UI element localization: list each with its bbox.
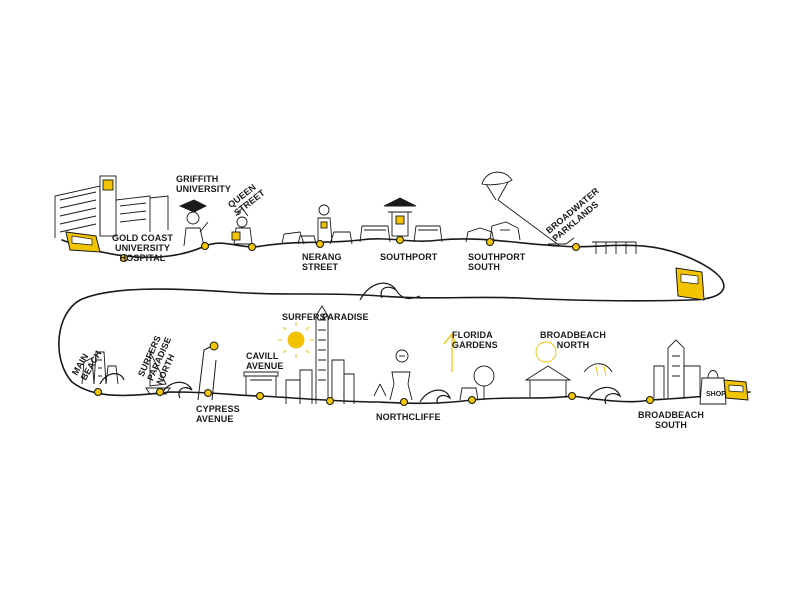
broadbeach-south-illustration xyxy=(653,339,727,405)
stop-broadbeach-north[interactable] xyxy=(567,391,577,401)
tram-illustration xyxy=(65,231,101,253)
wave-decoration xyxy=(99,373,125,385)
stop-northcliffe[interactable] xyxy=(399,397,409,407)
stop-southport-south[interactable] xyxy=(485,237,495,247)
cypress-avenue-illustration xyxy=(197,341,219,401)
tram-illustration xyxy=(723,379,749,401)
label-griffith-university: GRIFFITH UNIVERSITY xyxy=(176,174,232,194)
stop-griffith-university[interactable] xyxy=(200,241,210,251)
cavill-avenue-illustration xyxy=(243,371,279,396)
label-southport-south: SOUTHPORT SOUTH xyxy=(468,252,526,272)
stop-broadbeach-south[interactable] xyxy=(645,395,655,405)
stop-surfers-paradise[interactable] xyxy=(325,396,335,406)
station-stops xyxy=(93,235,655,407)
surfers-paradise-illustration xyxy=(278,305,355,404)
parasail-illustration xyxy=(481,171,575,247)
label-cypress-avenue: CYPRESS AVENUE xyxy=(196,404,240,424)
shop-sign: SHOP xyxy=(706,391,726,398)
stop-florida-gardens[interactable] xyxy=(467,395,477,405)
hospital-illustration xyxy=(54,175,169,238)
stop-southport[interactable] xyxy=(395,235,405,245)
label-broadbeach-north: BROADBEACH NORTH xyxy=(540,330,606,350)
wave-decoration xyxy=(419,389,452,405)
stop-gold-coast-university-hospital[interactable] xyxy=(119,253,129,263)
florida-gardens-illustration xyxy=(443,332,495,401)
tram-illustration xyxy=(675,267,705,301)
label-surfers-paradise-left: SURFERS xyxy=(282,312,326,322)
stop-queen-street[interactable] xyxy=(247,242,257,252)
bridge-illustration xyxy=(592,241,637,254)
label-nerang-street: NERANG STREET xyxy=(302,252,342,272)
label-gold-coast-university-hospital: GOLD COAST UNIVERSITY HOSPITAL xyxy=(112,233,173,263)
wave-decoration xyxy=(159,381,193,399)
label-surfers-paradise-right: PARADISE xyxy=(322,312,369,322)
wave-decoration xyxy=(587,386,622,405)
stop-main-beach[interactable] xyxy=(93,387,103,397)
stop-cypress-avenue[interactable] xyxy=(203,388,213,398)
label-cavill-avenue: CAVILL AVENUE xyxy=(246,351,284,371)
label-southport: SOUTHPORT xyxy=(380,252,438,262)
broadbeach-north-illustration xyxy=(524,341,613,398)
graduate-illustration xyxy=(178,199,209,247)
label-florida-gardens: FLORIDA GARDENS xyxy=(452,330,498,350)
southport-pagoda-illustration xyxy=(359,197,443,243)
wave-decoration xyxy=(359,282,421,301)
label-northcliffe: NORTHCLIFFE xyxy=(376,412,441,422)
stop-surfers-paradise-north[interactable] xyxy=(155,387,165,397)
northcliffe-illustration xyxy=(373,349,413,401)
nerang-street-illustration xyxy=(281,204,353,245)
stop-nerang-street[interactable] xyxy=(315,239,325,249)
stop-broadwater-parklands[interactable] xyxy=(571,242,581,252)
stop-cavill-avenue[interactable] xyxy=(255,391,265,401)
queen-street-illustration xyxy=(231,207,253,245)
sailboat-illustration xyxy=(145,351,171,395)
southport-south-illustration xyxy=(465,221,521,243)
main-beach-illustration xyxy=(81,351,119,385)
label-broadbeach-south: BROADBEACH SOUTH xyxy=(638,410,704,430)
